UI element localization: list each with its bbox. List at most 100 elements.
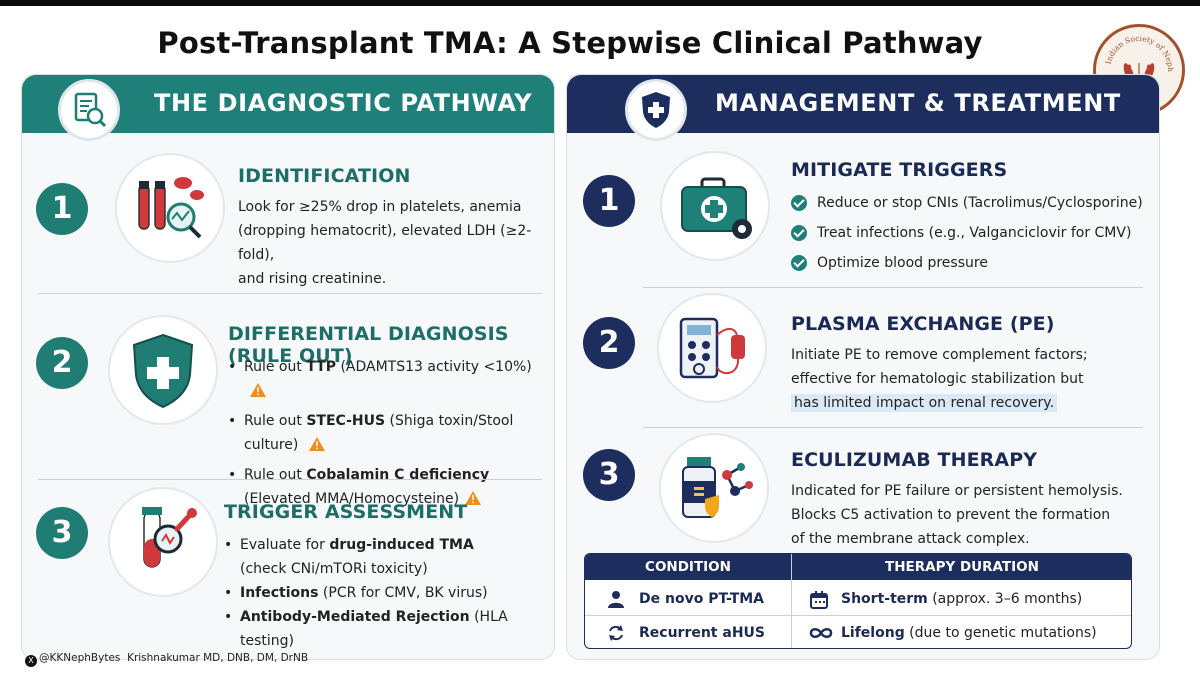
medical-shield-icon xyxy=(108,315,218,425)
author-credit: Krishnakumar MD, DNB, DM, DrNB xyxy=(127,652,309,664)
trigger-assessment-title: TRIGGER ASSESSMENT xyxy=(224,501,468,523)
plasma-exchange-line: effective for hematologic stabilization … xyxy=(791,371,1084,387)
plasma-exchange-text: Initiate PE to remove complement factors… xyxy=(791,343,1088,415)
column-divider xyxy=(791,554,792,648)
plasma-exchange-machine-icon xyxy=(657,293,767,403)
bullet-text: (Elevated MMA/Homocysteine) xyxy=(244,491,460,507)
duration-bold: Short-term xyxy=(841,591,928,607)
medication-vial-icon xyxy=(659,433,769,543)
rule-out-list: Rule out TTP (ADAMTS13 activity <10%) Ru… xyxy=(228,355,554,511)
warning-icon xyxy=(308,437,325,451)
medical-shield-icon xyxy=(625,79,687,141)
check-circle-icon xyxy=(791,255,807,271)
social-handle: @KKNephBytes xyxy=(39,652,121,664)
condition-text: Recurrent aHUS xyxy=(639,625,765,641)
plasma-exchange-title: PLASMA EXCHANGE (PE) xyxy=(791,313,1055,335)
identification-line: and rising creatinine. xyxy=(238,271,387,287)
section-divider xyxy=(643,427,1143,428)
plasma-exchange-line: Initiate PE to remove complement factors… xyxy=(791,347,1088,363)
footer-credits: X@KKNephBytes Krishnakumar MD, DNB, DM, … xyxy=(25,652,308,667)
management-treatment-panel: MANAGEMENT & TREATMENT 1 MITIGATE TRIGGE… xyxy=(566,74,1160,660)
identification-title: IDENTIFICATION xyxy=(238,165,411,187)
bullet-text: Evaluate for xyxy=(240,537,330,553)
list-item: Rule out STEC-HUS (Shiga toxin/Stool cul… xyxy=(228,409,554,457)
bullet-bold: Antibody-Mediated Rejection xyxy=(240,609,470,625)
list-item: Treat infections (e.g., Valganciclovir f… xyxy=(791,218,1143,248)
warning-icon xyxy=(465,491,482,505)
page-title: Post-Transplant TMA: A Stepwise Clinical… xyxy=(157,26,983,60)
list-item: Antibody-Mediated Rejection (HLA testing… xyxy=(224,605,554,653)
diagnostic-pathway-panel: THE DIAGNOSTIC PATHWAY 1 IDENTIFICATION … xyxy=(21,74,555,660)
identification-text: Look for ≥25% drop in platelets, anemia … xyxy=(238,195,554,291)
calendar-icon xyxy=(810,591,828,609)
trigger-list: Evaluate for drug-induced TMA (check CNi… xyxy=(224,533,554,653)
step-number-3: 3 xyxy=(583,449,635,501)
top-border xyxy=(0,0,1200,6)
step-number-1: 1 xyxy=(583,175,635,227)
condition-cell: Recurrent aHUS xyxy=(639,625,765,641)
column-header-condition: CONDITION xyxy=(645,559,731,575)
bullet-text: Rule out xyxy=(244,359,307,375)
bullet-bold: Cobalamin C deficiency xyxy=(306,467,490,483)
step-number-3: 3 xyxy=(36,507,88,559)
management-header-title: MANAGEMENT & TREATMENT xyxy=(715,89,1121,117)
check-circle-icon xyxy=(791,195,807,211)
identification-line: (dropping hematocrit), elevated LDH (≥2-… xyxy=(238,223,532,263)
list-item: Reduce or stop CNIs (Tacrolimus/Cyclospo… xyxy=(791,188,1143,218)
eculizumab-line: Indicated for PE failure or persistent h… xyxy=(791,483,1123,499)
bullet-bold: drug-induced TMA xyxy=(329,537,474,553)
duration-text: (approx. 3–6 months) xyxy=(927,591,1083,607)
check-circle-icon xyxy=(791,225,807,241)
person-icon xyxy=(608,591,624,608)
check-text: Reduce or stop CNIs (Tacrolimus/Cyclospo… xyxy=(817,195,1143,211)
test-tube-magnifier-icon xyxy=(108,487,218,597)
list-item: Infections (PCR for CMV, BK virus) xyxy=(224,581,554,605)
table-header: CONDITION THERAPY DURATION xyxy=(585,554,1131,580)
duration-cell: Short-term (approx. 3–6 months) xyxy=(841,591,1082,607)
therapy-duration-table: CONDITION THERAPY DURATION De novo PT-TM… xyxy=(584,553,1132,649)
eculizumab-line: Blocks C5 activation to prevent the form… xyxy=(791,507,1111,523)
highlighted-text: has limited impact on renal recovery. xyxy=(791,394,1058,412)
bullet-text: Rule out xyxy=(244,413,307,429)
list-item: Rule out TTP (ADAMTS13 activity <10%) xyxy=(228,355,554,403)
bullet-text: Rule out xyxy=(244,467,307,483)
x-logo-icon: X xyxy=(25,655,37,667)
section-divider xyxy=(38,479,542,480)
first-aid-kit-icon xyxy=(660,151,770,261)
eculizumab-line: of the membrane attack complex. xyxy=(791,531,1030,547)
infinity-icon xyxy=(809,628,833,638)
condition-cell: De novo PT-TMA xyxy=(639,591,764,607)
section-divider xyxy=(38,293,542,294)
bullet-bold: TTP xyxy=(306,359,336,375)
bullet-text: (Shiga toxin/Stool culture) xyxy=(244,413,514,453)
check-text: Optimize blood pressure xyxy=(817,255,988,271)
blood-test-tubes-icon xyxy=(115,153,225,263)
bullet-text: (PCR for CMV, BK virus) xyxy=(318,585,488,601)
list-item: Evaluate for drug-induced TMA (check CNi… xyxy=(224,533,554,581)
warning-icon xyxy=(250,383,266,397)
bullet-text: (HLA testing) xyxy=(240,609,508,649)
duration-bold: Lifelong xyxy=(841,625,905,641)
duration-text: (due to genetic mutations) xyxy=(904,625,1097,641)
duration-cell: Lifelong (due to genetic mutations) xyxy=(841,625,1097,641)
recurrent-arrows-icon xyxy=(609,625,623,641)
bullet-bold: Infections xyxy=(240,585,319,601)
list-item: Optimize blood pressure xyxy=(791,248,1143,278)
row-divider xyxy=(585,615,1131,616)
step-number-2: 2 xyxy=(583,317,635,369)
section-divider xyxy=(643,287,1143,288)
step-number-1: 1 xyxy=(36,183,88,235)
identification-line: Look for ≥25% drop in platelets, anemia xyxy=(238,199,522,215)
document-search-icon xyxy=(58,79,120,141)
diagnostic-header-title: THE DIAGNOSTIC PATHWAY xyxy=(154,89,533,117)
eculizumab-text: Indicated for PE failure or persistent h… xyxy=(791,479,1123,551)
mitigate-triggers-title: MITIGATE TRIGGERS xyxy=(791,159,1008,181)
svg-text:Indian Society of Nephrology: Indian Society of Nephrology xyxy=(1096,27,1175,72)
mitigate-triggers-list: Reduce or stop CNIs (Tacrolimus/Cyclospo… xyxy=(791,188,1143,278)
step-number-2: 2 xyxy=(36,337,88,389)
bullet-text: (check CNi/mTORi toxicity) xyxy=(240,561,428,577)
bullet-bold: STEC-HUS xyxy=(306,413,386,429)
condition-text: De novo PT-TMA xyxy=(639,591,765,607)
check-text: Treat infections (e.g., Valganciclovir f… xyxy=(817,225,1132,241)
eculizumab-therapy-title: ECULIZUMAB THERAPY xyxy=(791,449,1038,471)
